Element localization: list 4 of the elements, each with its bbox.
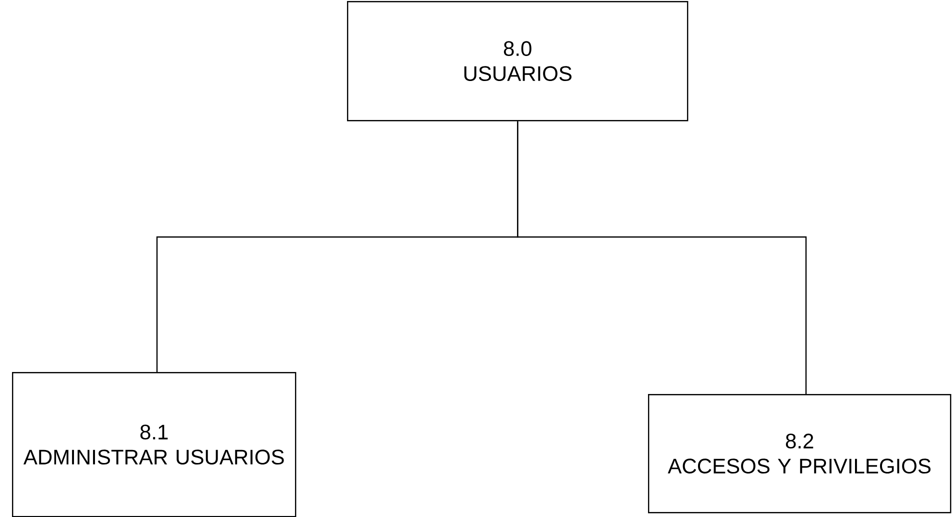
- connector-line: [517, 121, 807, 394]
- process-box: 8.0 USUARIOS: [347, 1, 688, 122]
- process-box: 8.1 ADMINISTRAR USUARIOS: [12, 372, 296, 517]
- process-box: 8.2 ACCESOS Y PRIVILEGIOS: [648, 394, 952, 514]
